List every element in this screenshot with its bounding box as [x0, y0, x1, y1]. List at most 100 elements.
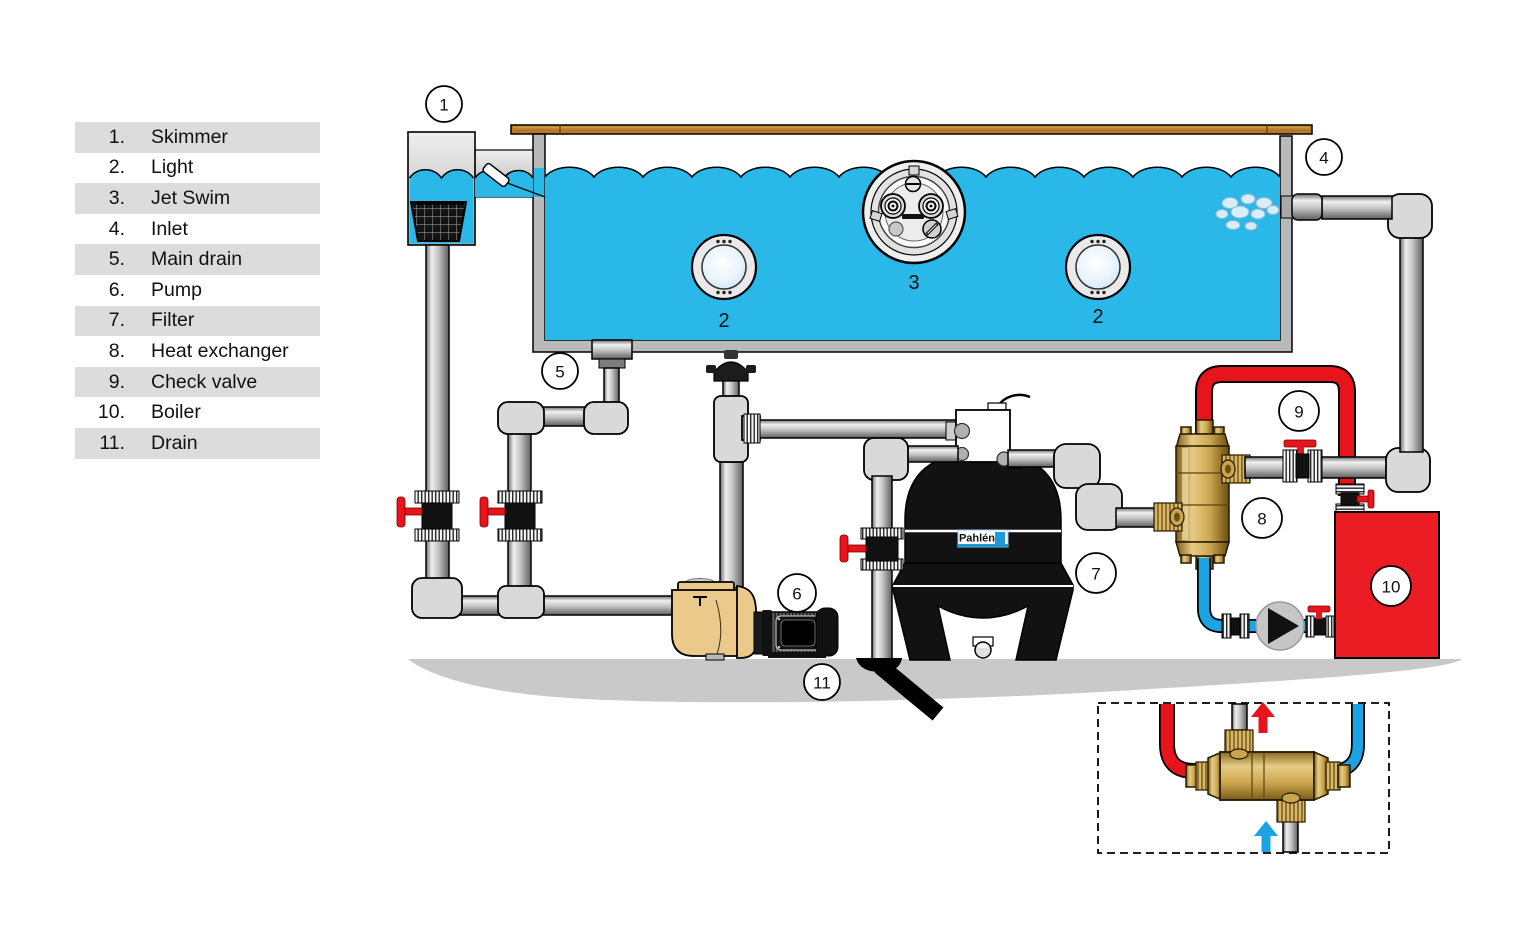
elbow-fitting — [863, 437, 909, 481]
hx-highlight — [1182, 448, 1188, 540]
hx-port-bolt-center — [1174, 512, 1180, 522]
legend-number: 11. — [99, 431, 125, 454]
valve-handle — [1367, 489, 1375, 509]
waste-line — [839, 437, 959, 661]
legend-number: 7. — [108, 309, 125, 332]
valve-union — [414, 490, 460, 504]
return-pipes — [1244, 193, 1433, 493]
callout-text: 6 — [792, 585, 801, 604]
floor-drain — [856, 658, 944, 721]
valve-union — [1307, 449, 1323, 483]
motor-end-cap — [815, 607, 839, 657]
jet-swim: 3 — [861, 159, 967, 294]
callout-text: 5 — [555, 363, 564, 382]
deck-highlight — [513, 126, 1310, 129]
valve-union — [497, 528, 543, 542]
legend-number: 5. — [108, 248, 125, 271]
valve-body — [504, 502, 536, 530]
hx-top-nipple — [1195, 419, 1214, 435]
suction-pipe-horizontal — [457, 595, 681, 616]
tee-fitting — [497, 585, 545, 619]
legend-number: 3. — [108, 186, 125, 209]
callout-text: 11 — [813, 674, 831, 693]
jet-swim-label: 3 — [908, 272, 919, 294]
heat-exchanger — [1153, 419, 1251, 570]
legend: 1.Skimmer 2.Light 3.Jet Swim 4.Inlet 5.M… — [75, 122, 320, 459]
pump-riser — [706, 350, 761, 589]
motor-band — [762, 610, 772, 656]
jet-nozzle-left — [880, 193, 906, 219]
inset-hx-bolt — [1281, 792, 1301, 804]
jet-tab-top — [908, 165, 920, 176]
filter: Pahlén — [892, 451, 1074, 661]
inset-hx-body — [1219, 751, 1315, 801]
inlet-fitting — [1291, 193, 1323, 221]
skimmer-line-valve — [396, 490, 460, 542]
legend-row-inlet: 4.Inlet — [75, 214, 320, 245]
waste-valve — [839, 527, 904, 571]
filter-logo-mark — [995, 532, 1005, 544]
filter-bottom-fitting — [972, 636, 994, 659]
skimmer — [407, 131, 546, 246]
hx-bottom-cap — [1175, 541, 1230, 557]
ground — [408, 659, 1462, 703]
elbow-fitting — [1387, 193, 1433, 239]
cold-flow-arrow-icon — [1254, 821, 1278, 852]
legend-label: Boiler — [151, 401, 201, 424]
elbow-fitting — [497, 401, 545, 435]
valve-union — [497, 490, 543, 504]
callout-drain: 11 — [803, 663, 841, 701]
wall-opening-water — [533, 168, 545, 197]
pump-filter-pipe — [757, 419, 961, 439]
elbow-fitting — [1385, 447, 1431, 493]
jet-screw — [904, 175, 922, 193]
skimmer-weir-flap — [482, 162, 510, 188]
inlet — [1215, 193, 1295, 231]
drain-pipe-upper — [507, 429, 532, 494]
skimmer-basket — [409, 201, 468, 242]
valve-handle-stem — [845, 544, 867, 553]
pump — [671, 578, 839, 661]
filter-hx-pipe — [1007, 443, 1161, 531]
pump-outlet-pipe — [719, 461, 744, 589]
motor-base — [768, 652, 826, 658]
inset-hx-right-cone — [1313, 750, 1329, 802]
legend-row-check-valve: 9.Check valve — [75, 366, 320, 398]
inset-top-pipe — [1231, 703, 1248, 731]
pipe-union — [1221, 613, 1250, 639]
hot-flow-arrow-icon — [1251, 702, 1275, 733]
pump-body — [671, 589, 743, 657]
legend-row-pump: 6.Pump — [75, 275, 320, 306]
legend-row-boiler: 10. Boiler — [75, 397, 320, 428]
inset-hx-bolt — [1229, 748, 1249, 760]
elbow-fitting — [411, 577, 463, 619]
callout-text: 1 — [439, 96, 448, 115]
callout-text: 4 — [1319, 149, 1328, 168]
pool-light-left: 2 — [690, 233, 758, 332]
legend-number: 9. — [108, 370, 125, 393]
jet-tab-right — [945, 208, 959, 220]
boiler-hot-pipe — [1197, 367, 1354, 496]
inlet-bubbles — [1215, 193, 1280, 231]
elbow-fitting — [1053, 443, 1101, 489]
callout-pump: 6 — [777, 573, 817, 613]
union-collar — [743, 413, 761, 444]
valve-body — [421, 502, 453, 530]
elbow-fitting — [1075, 483, 1123, 531]
drain-line-valve — [479, 490, 543, 542]
light-label: 2 — [718, 310, 729, 332]
return-riser — [1399, 233, 1424, 453]
legend-row-jet-swim: 3.Jet Swim — [75, 183, 320, 214]
hx-cap-notch — [1213, 554, 1225, 564]
pool-deck — [510, 124, 1313, 135]
legend-number: 10. — [97, 401, 125, 424]
inset-bottom-pipe — [1282, 817, 1299, 853]
filter-brand-text: Pahlén — [959, 533, 995, 545]
filter-skirt — [892, 562, 1074, 661]
hx-cap-notch — [1180, 554, 1192, 564]
callout-main-drain: 5 — [541, 352, 579, 390]
callout-skimmer: 1 — [425, 85, 463, 123]
callouts: 1 4 5 6 7 8 9 10 11 — [425, 85, 1412, 701]
legend-row-heat-exchanger: 8.Heat exchanger — [75, 336, 320, 367]
inlet-pipe — [1321, 195, 1393, 220]
